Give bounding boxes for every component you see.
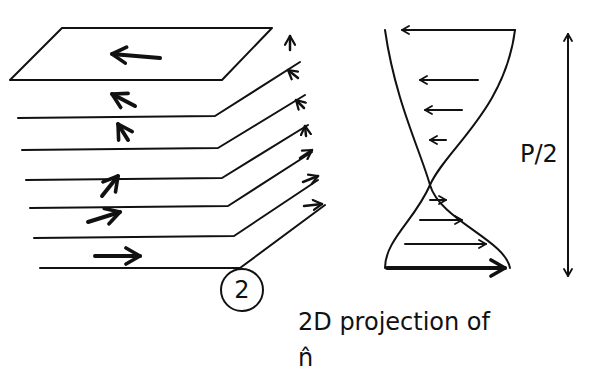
director-arrow (288, 70, 298, 78)
projection-arrow (430, 199, 446, 201)
callout-circle: 2 (220, 268, 264, 312)
projection-arrow (425, 109, 462, 111)
layer (18, 62, 300, 118)
director-arrow (118, 124, 128, 140)
projection-arrow (405, 243, 486, 245)
projection-arrow (402, 29, 515, 31)
callout-number: 2 (234, 278, 249, 302)
director-arrow (304, 204, 322, 206)
director-arrow (289, 36, 292, 50)
director-arrow (305, 126, 306, 136)
projection-arrow (420, 219, 462, 221)
top-layer (10, 28, 272, 80)
director-arrow (303, 176, 318, 182)
dimension-label: P/2 (518, 136, 560, 172)
helix-curve (385, 30, 515, 268)
layer (22, 95, 305, 150)
helix-curve (385, 30, 510, 268)
director-arrow (300, 150, 312, 158)
director-arrow (102, 176, 118, 196)
projection-arrow (387, 266, 505, 270)
dimension-arrow (567, 34, 569, 276)
director-arrow (88, 212, 120, 222)
layer (26, 125, 308, 180)
layer (30, 152, 312, 208)
projection-arrow (430, 139, 446, 141)
director-arrow (296, 100, 304, 108)
projection-arrow (420, 79, 478, 81)
note-text: 2D projection of n̂ (296, 304, 500, 376)
director-arrow (112, 54, 160, 58)
director-arrow (95, 254, 140, 258)
layer (34, 180, 318, 238)
layer (40, 205, 325, 268)
director-arrow (112, 94, 135, 106)
